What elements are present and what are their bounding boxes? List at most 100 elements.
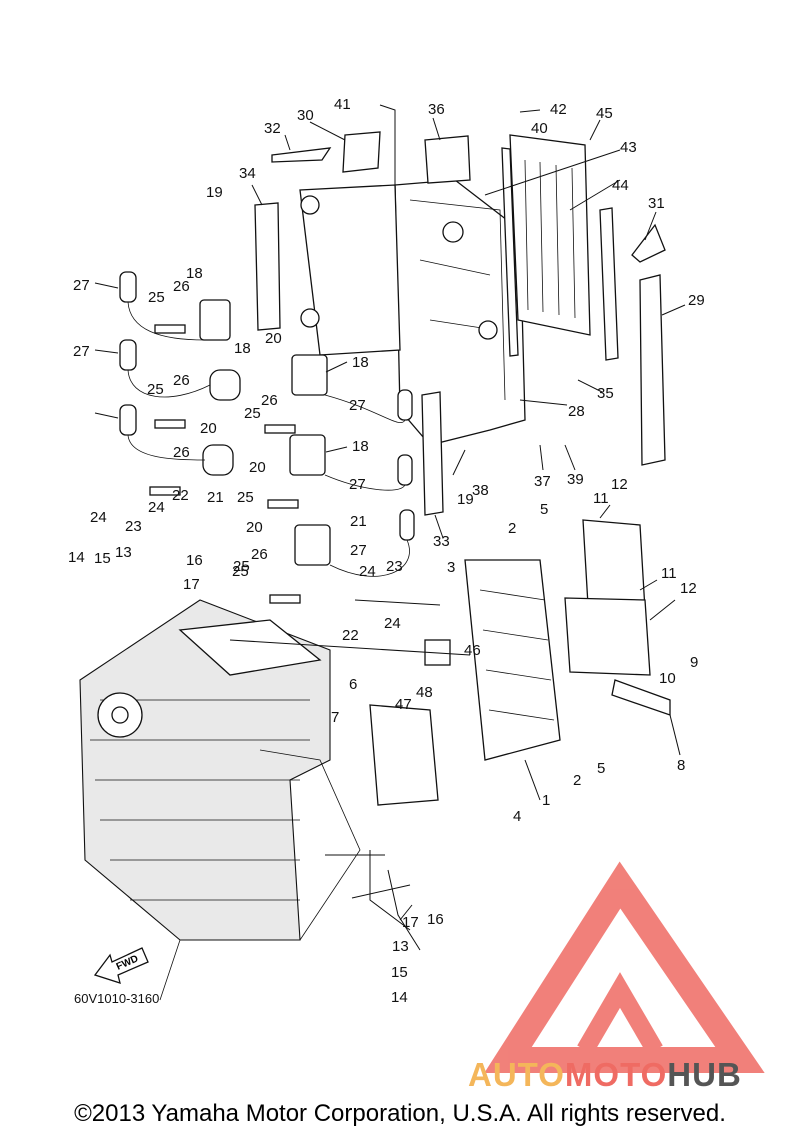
callout-25: 25 — [148, 289, 165, 306]
callout-25: 25 — [232, 563, 249, 580]
watermark-logo — [484, 861, 765, 1073]
callout-13: 13 — [392, 938, 409, 955]
ignition-coils — [199, 299, 331, 566]
callout-27: 27 — [349, 476, 366, 493]
callout-2: 2 — [573, 772, 581, 789]
callout-41: 41 — [334, 96, 351, 113]
callout-18: 18 — [352, 354, 369, 371]
callout-15: 15 — [391, 964, 408, 981]
callout-27: 27 — [73, 343, 90, 360]
callout-16: 16 — [186, 552, 203, 569]
watermark-text: AUTOMOTOHUB — [468, 1056, 742, 1094]
bolts-25 — [149, 324, 301, 604]
leader-lines — [94, 104, 686, 951]
callout-37: 37 — [534, 473, 551, 490]
callout-40: 40 — [531, 120, 548, 137]
watermark-auto: AUTO — [468, 1056, 565, 1093]
callout-17: 17 — [402, 914, 419, 931]
callout-16: 16 — [427, 911, 444, 928]
callout-17: 17 — [183, 576, 200, 593]
callout-26: 26 — [173, 372, 190, 389]
callout-5: 5 — [597, 760, 605, 777]
callout-32: 32 — [264, 120, 281, 137]
callout-20: 20 — [265, 330, 282, 347]
callout-42: 42 — [550, 101, 567, 118]
callout-21: 21 — [207, 489, 224, 506]
callout-14: 14 — [391, 989, 408, 1006]
callout-12: 12 — [680, 580, 697, 597]
callout-45: 45 — [596, 105, 613, 122]
diagram-code: 60V1010-3160 — [74, 991, 160, 1006]
callout-26: 26 — [173, 278, 190, 295]
callout-13: 13 — [115, 544, 132, 561]
callout-27: 27 — [73, 277, 90, 294]
callout-27: 27 — [349, 397, 366, 414]
callout-47: 47 — [395, 696, 412, 713]
callout-6: 6 — [349, 676, 357, 693]
callout-28: 28 — [568, 403, 585, 420]
callout-3: 3 — [447, 559, 455, 576]
callout-33: 33 — [433, 533, 450, 550]
callout-11: 11 — [593, 490, 609, 507]
callout-23: 23 — [386, 558, 403, 575]
callout-35: 35 — [597, 385, 614, 402]
callout-20: 20 — [246, 519, 263, 536]
callout-26: 26 — [173, 444, 190, 461]
callout-38: 38 — [472, 482, 489, 499]
callout-30: 30 — [297, 107, 314, 124]
callout-26: 26 — [251, 546, 268, 563]
callout-5: 5 — [540, 501, 548, 518]
spark-plug-caps — [119, 271, 415, 577]
watermark-moto: MOTO — [564, 1056, 668, 1093]
callout-25: 25 — [233, 558, 250, 575]
callout-19: 19 — [206, 184, 223, 201]
callout-22: 22 — [172, 487, 189, 504]
callout-26: 26 — [261, 392, 278, 409]
callout-12: 12 — [611, 476, 628, 493]
callout-2: 2 — [508, 520, 516, 537]
copyright-notice: ©2013 Yamaha Motor Corporation, U.S.A. A… — [74, 1100, 726, 1127]
callout-48: 48 — [416, 684, 433, 701]
fwd-arrow: FWD — [93, 947, 149, 984]
callout-19: 19 — [457, 491, 474, 508]
callout-23: 23 — [125, 518, 142, 535]
electrical-bracket-assembly — [254, 131, 666, 516]
callout-20: 20 — [249, 459, 266, 476]
callout-29: 29 — [688, 292, 705, 309]
callout-24: 24 — [90, 509, 107, 526]
engine-block — [79, 599, 361, 1001]
callout-18: 18 — [352, 438, 369, 455]
callout-1: 1 — [542, 792, 550, 809]
callout-46: 46 — [464, 642, 481, 659]
callout-25: 25 — [237, 489, 254, 506]
callout-39: 39 — [567, 471, 584, 488]
ecu-and-lower-bracket — [369, 519, 671, 806]
callout-22: 22 — [342, 627, 359, 644]
callout-14: 14 — [68, 549, 85, 566]
callout-8: 8 — [677, 757, 685, 774]
callout-10: 10 — [659, 670, 676, 687]
callout-44: 44 — [612, 177, 629, 194]
callout-25: 25 — [147, 381, 164, 398]
callout-15: 15 — [94, 550, 111, 567]
callout-25: 25 — [244, 405, 261, 422]
callout-11: 11 — [661, 565, 677, 582]
callout-4: 4 — [513, 808, 521, 825]
callout-27: 27 — [350, 542, 367, 559]
callout-31: 31 — [648, 195, 665, 212]
callout-9: 9 — [690, 654, 698, 671]
callout-18: 18 — [186, 265, 203, 282]
callout-24: 24 — [359, 563, 376, 580]
callout-18: 18 — [234, 340, 251, 357]
callout-7: 7 — [331, 709, 339, 726]
callout-20: 20 — [200, 420, 217, 437]
callout-34: 34 — [239, 165, 256, 182]
callout-36: 36 — [428, 101, 445, 118]
callout-43: 43 — [620, 139, 637, 156]
callout-21: 21 — [350, 513, 367, 530]
callout-24: 24 — [148, 499, 165, 516]
watermark-hub: HUB — [667, 1056, 742, 1093]
callout-24: 24 — [384, 615, 401, 632]
